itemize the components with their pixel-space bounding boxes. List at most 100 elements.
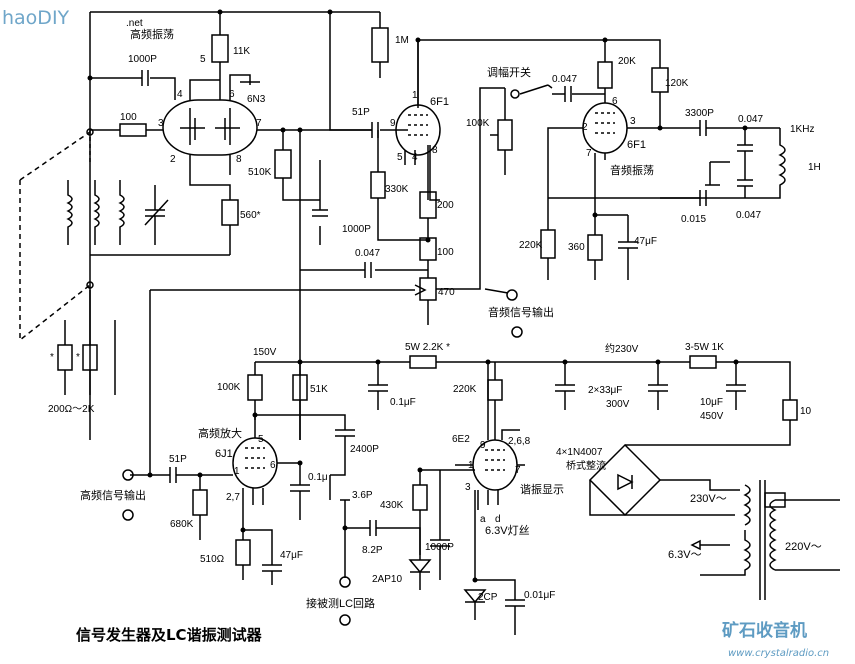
pin-d-c: d — [495, 514, 501, 525]
label-120k: 120K — [665, 78, 689, 89]
site-logo: haoDIY — [2, 7, 70, 29]
rectifier-transformer — [588, 440, 840, 600]
label-510k: 510K — [248, 167, 272, 178]
label-6f1-b: 6F1 — [627, 139, 646, 151]
watermark-cn: 矿石收音机 — [722, 620, 807, 641]
label-51p-top: 51P — [352, 107, 370, 118]
label-2cp: 2CP — [478, 592, 498, 603]
pin-1-c2: 1 — [468, 460, 474, 471]
pin-2-b: 2 — [582, 122, 588, 133]
site-logo-suffix: .net — [126, 18, 143, 29]
pin-7-a: 7 — [256, 118, 262, 129]
label-bridge2: 桥式整流 — [566, 459, 606, 472]
label-47uf-b: 47μF — [280, 550, 303, 561]
tube-6f1-b — [547, 40, 660, 230]
label-10: 10 — [800, 406, 812, 417]
label-0047-sw: 0.047 — [552, 74, 577, 85]
detector-network — [408, 469, 475, 590]
label-0047-mid: 0.047 — [355, 248, 380, 259]
label-20k: 20K — [618, 56, 636, 67]
label-510: 510Ω — [200, 554, 225, 565]
label-6j1: 6J1 — [215, 448, 233, 460]
label-bridge: 4×1N4007 — [556, 447, 603, 458]
label-3300p: 3300P — [685, 108, 714, 119]
label-6f1-a: 6F1 — [430, 96, 449, 108]
label-am-switch: 调幅开关 — [487, 65, 531, 79]
label-heater-63: 6.3V灯丝 — [485, 524, 530, 537]
label-audio-out: 音频信号输出 — [488, 305, 554, 319]
label-230v: 约230V — [605, 342, 639, 355]
label-1m: 1M — [395, 35, 409, 46]
pin-6-a: 6 — [229, 89, 235, 100]
pin-1-a: 1 — [412, 90, 418, 101]
label-360: 360 — [568, 242, 585, 253]
label-0047-r2: 0.047 — [736, 210, 761, 221]
label-51k: 51K — [310, 384, 328, 395]
pin-1-c: 1 — [234, 466, 240, 477]
label-0015: 0.015 — [681, 214, 706, 225]
label-2x33: 2×33μF — [588, 385, 622, 396]
pin-2-a: 2 — [170, 154, 176, 165]
pin-7-b: 7 — [586, 148, 592, 159]
audio-tank — [548, 120, 786, 206]
label-1000p-mid: 1000P — [342, 224, 371, 235]
tube-6n3 — [162, 74, 260, 156]
hf-input-network — [90, 70, 395, 440]
label-6n3: 6N3 — [247, 94, 266, 105]
label-11k: 11K — [233, 46, 250, 57]
label-pot-100k: 100K — [466, 118, 490, 129]
pin-5-a: 5 — [200, 54, 206, 65]
label-51p-b: 51P — [169, 454, 187, 465]
pin-268: 2,6,8 — [508, 436, 531, 447]
range-resistors — [57, 290, 116, 395]
watermark-url: www.crystalradio.cn — [728, 648, 829, 659]
label-01u: 0.1μ — [308, 472, 328, 483]
label-2400p: 2400P — [350, 444, 379, 455]
label-tuning-ind: 谐振显示 — [520, 482, 564, 496]
pin-9-c: 9 — [480, 440, 486, 451]
label-01uf: 0.1μF — [390, 397, 416, 408]
label-001uf: 0.01μF — [524, 590, 555, 601]
tube-6f1-a — [395, 40, 441, 201]
pin-3-a: 3 — [158, 118, 164, 129]
pin-6-c: 6 — [270, 460, 276, 471]
label-star-1: * — [50, 352, 54, 363]
pin-8-a: 8 — [236, 154, 242, 165]
pin-6-b: 6 — [612, 96, 618, 107]
label-0047-r: 0.047 — [738, 114, 763, 125]
label-5w: 5W 2.2K * — [405, 342, 450, 353]
label-1000p-b: 1000P — [425, 542, 454, 553]
label-1000p-top: 1000P — [128, 54, 157, 65]
label-560: 560* — [240, 210, 261, 221]
pot-100k — [490, 110, 513, 175]
am-switch — [504, 84, 605, 110]
label-680k: 680K — [170, 519, 194, 530]
label-450v: 450V — [700, 411, 724, 422]
label-200: 200 — [437, 200, 454, 211]
label-36p: 3.6P — [352, 490, 373, 501]
label-63vac: 6.3V～ — [668, 549, 702, 561]
junction-dots — [87, 9, 748, 583]
label-100b: 100 — [437, 247, 454, 258]
label-100k-b: 100K — [217, 382, 241, 393]
diagram-title: 信号发生器及LC谐振测试器 — [76, 626, 263, 644]
label-47uf-a: 47μF — [634, 236, 657, 247]
label-430k: 430K — [380, 500, 404, 511]
pin-27: 2,7 — [226, 492, 240, 503]
pin-5-b: 5 — [397, 152, 403, 163]
coil-bank — [19, 128, 169, 342]
label-220k-b: 220K — [453, 384, 477, 395]
label-2ap10: 2AP10 — [372, 574, 402, 585]
pin-3-b: 3 — [630, 116, 636, 127]
label-220k: 220K — [519, 240, 543, 251]
label-hf-out: 高频信号输出 — [80, 488, 146, 502]
label-200-2k: 200Ω～2K — [48, 404, 95, 415]
label-10uf: 10μF — [700, 397, 723, 408]
pin-7-c: 7 — [515, 465, 521, 476]
label-220vac: 220V～ — [785, 541, 822, 553]
label-470: 470 — [438, 287, 455, 298]
label-lc-under: 接被测LC回路 — [306, 597, 375, 610]
tube-6e2 — [455, 362, 525, 635]
pin-8-b: 8 — [432, 145, 438, 156]
